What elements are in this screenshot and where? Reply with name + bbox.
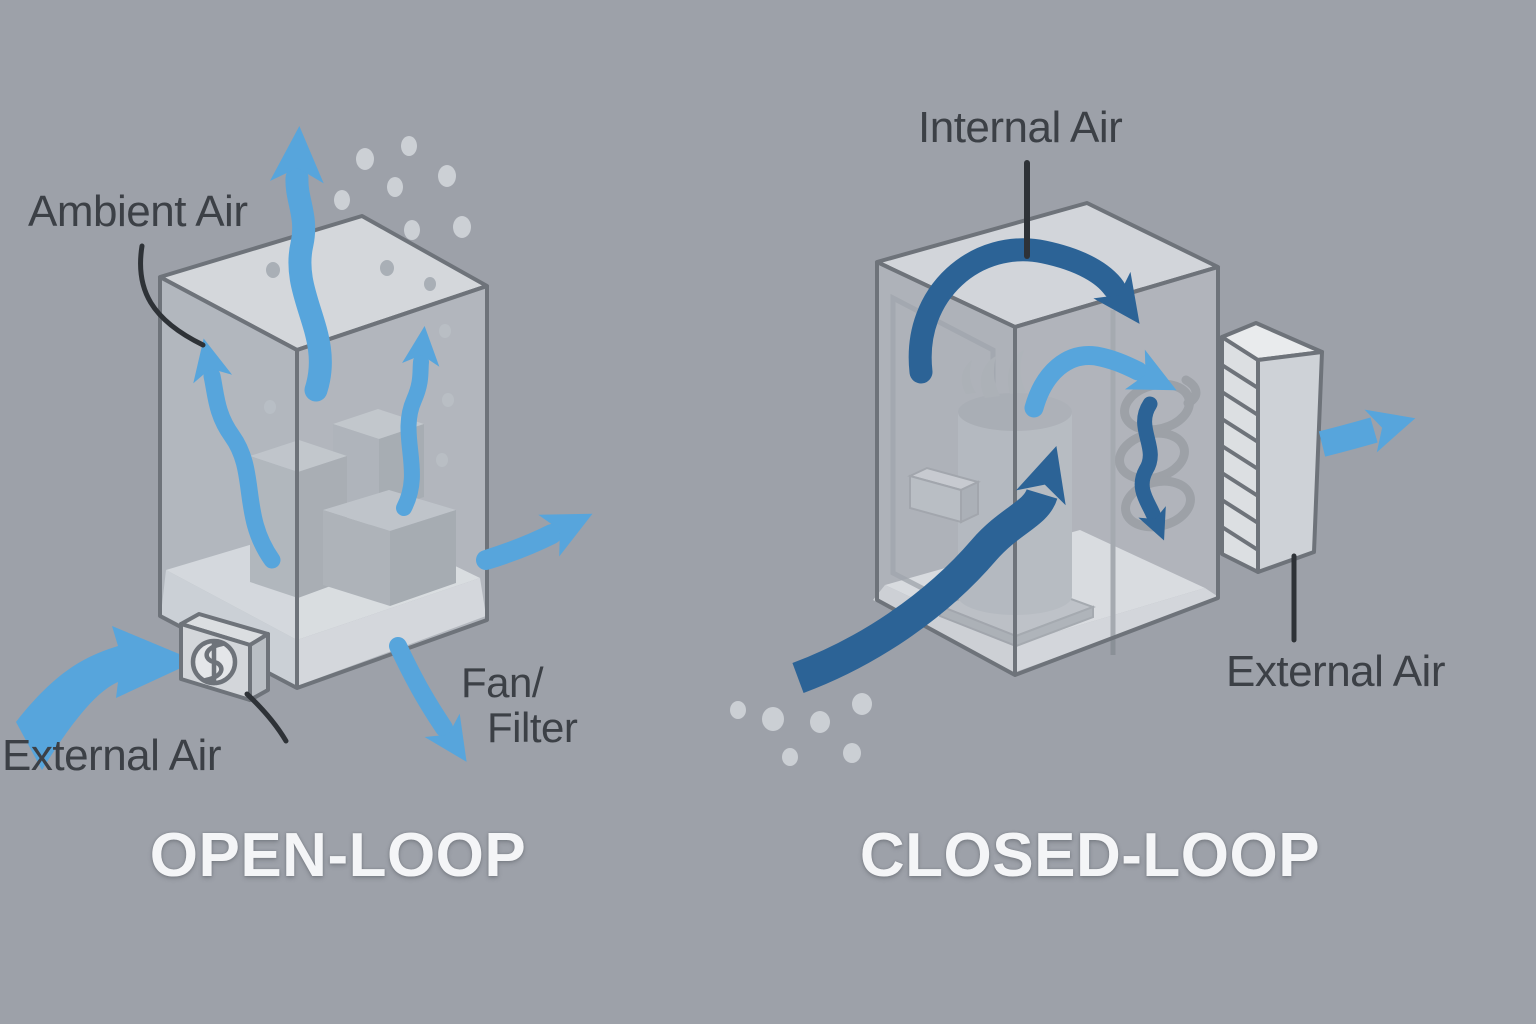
fan-filter-line2: Filter xyxy=(487,704,578,752)
closed-loop-illustration xyxy=(730,160,1416,766)
external-air-label-right: External Air xyxy=(1226,647,1445,696)
fan-box-side xyxy=(248,632,270,702)
fan-pointer-line xyxy=(244,691,289,744)
fan-blades-icon xyxy=(203,639,225,686)
exterior-dust-particles xyxy=(334,136,471,240)
heat-exhaust-arrow-icon xyxy=(1318,409,1416,457)
circulation-arc-arrow-icon xyxy=(908,238,1140,384)
fan-filter-unit xyxy=(179,612,270,702)
fan-blade-3 xyxy=(961,360,976,394)
ambient-air-label: Ambient Air xyxy=(28,187,248,236)
bottom-exit-arrow-icon xyxy=(389,637,467,762)
fan-filter-line1: Fan/ xyxy=(461,659,544,706)
cooled-air-down-arrow-icon xyxy=(1134,396,1166,541)
up-arrow-right-icon xyxy=(396,325,440,516)
outside-dust-particles xyxy=(730,693,872,766)
closed-loop-title: CLOSED-LOOP xyxy=(859,821,1321,890)
fan-blade-1 xyxy=(980,356,1000,398)
closed-box-right-wall xyxy=(1015,267,1218,675)
warm-air-to-coil-arrow-icon xyxy=(1024,346,1177,418)
closed-box-edges xyxy=(875,260,1220,677)
leakage-arrows xyxy=(389,513,593,762)
up-arrow-left-icon xyxy=(193,338,281,569)
open-box-edges xyxy=(158,275,489,690)
open-box-floor-side-right xyxy=(297,578,486,686)
external-air-inflow-arrow-icon xyxy=(16,626,196,770)
ambient-air-pointer-line xyxy=(138,243,206,348)
open-loop-illustration xyxy=(16,126,593,770)
side-attachment-side xyxy=(960,480,979,524)
open-box-right-wall xyxy=(297,286,487,688)
intake-sweep-arrow-icon xyxy=(792,446,1066,693)
side-exit-arrow-icon xyxy=(476,513,593,570)
exchanger-front-face xyxy=(1256,350,1324,574)
external-heat-exchanger xyxy=(1220,321,1324,574)
open-loop-title: OPEN-LOOP xyxy=(149,821,527,890)
closed-box-floor-side-right xyxy=(1013,588,1220,673)
exhaust-up-arrow-icon xyxy=(269,126,332,402)
external-air-label-left: External Air xyxy=(2,731,221,780)
internal-air-label: Internal Air xyxy=(918,103,1123,152)
internal-circulation-arrows xyxy=(792,238,1177,693)
fan-filter-label: Fan/ Filter xyxy=(461,659,578,752)
louver-rungs xyxy=(1220,363,1260,552)
internal-airflow-arrows xyxy=(193,126,440,569)
